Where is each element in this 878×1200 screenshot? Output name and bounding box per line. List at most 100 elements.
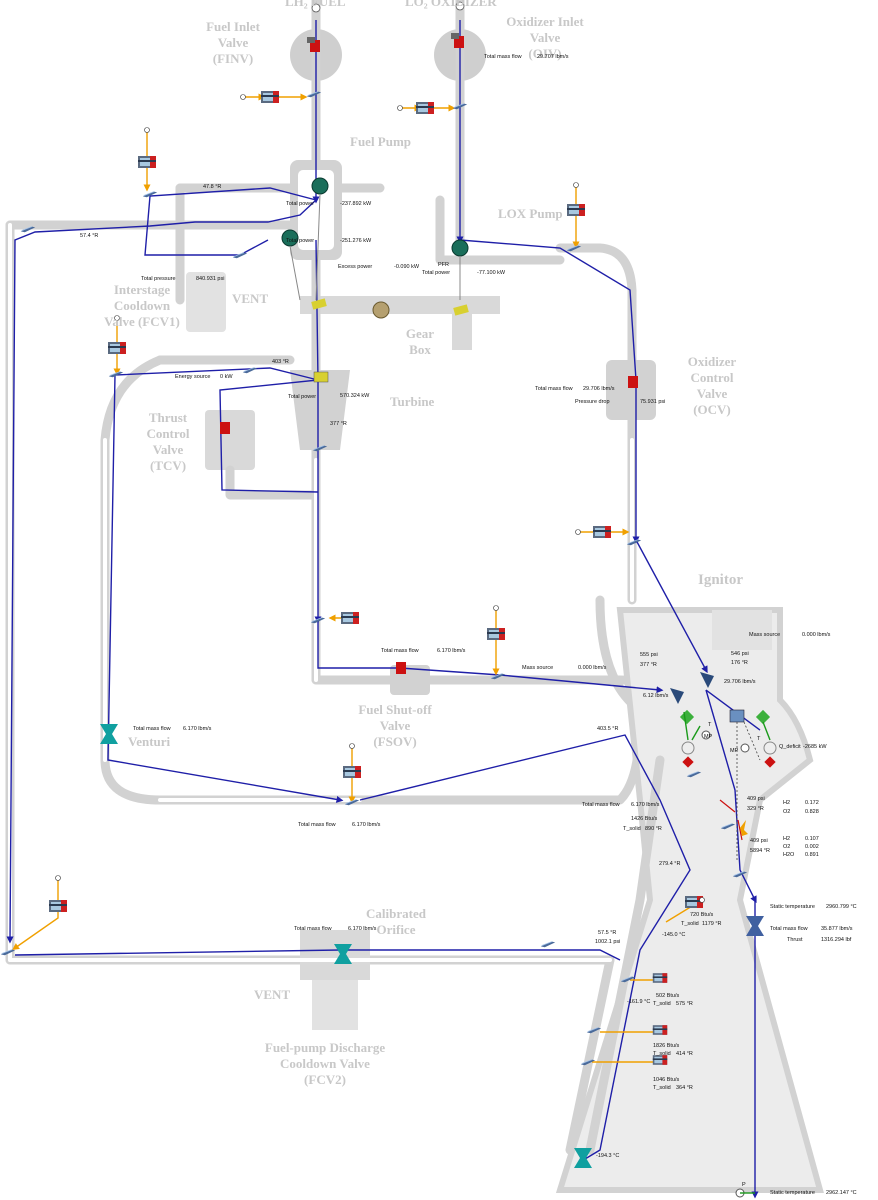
readout-value: 1002.1 psi [595,939,620,945]
readout-label: Static temperature [770,904,815,910]
readout-value: 720 Btu/s [690,912,713,918]
heat-exchanger-icon [652,1025,668,1035]
fcv1-label-1: Interstage [114,282,171,297]
red-junction-icon [764,756,776,768]
readout-value: 176 °R [731,660,748,666]
readout-value: 1046 Btu/s [653,1077,680,1083]
ox-source-node [455,1,465,11]
node-icon [573,182,579,188]
readout-value: 6.170 lbm/s [437,648,466,654]
readout-value: 6.12 lbm/s [643,693,669,699]
readout-value: 502 Btu/s [656,993,679,999]
readout-value: 403.5 °R [597,726,618,732]
readout-label: Pressure drop [575,399,610,405]
venturi-icon [100,724,118,744]
jacket-inlet-icon [574,1148,592,1168]
readout-label: O2 [783,844,790,850]
heat-exchanger-icon [261,91,279,103]
readout-label: H2 [783,836,790,842]
readout-value: 0.891 [805,852,819,858]
readout-value: 0.107 [805,836,819,842]
tcv-label-1: Thrust [149,410,188,425]
readout-value: 57.4 °R [80,233,98,239]
combustion-icon [740,820,748,836]
readout-value: 75.931 psi [640,399,665,405]
readout-label: Excess power [338,264,372,270]
gear-box-label-1: Gear [406,326,434,341]
readout-label: Q_deficit [779,744,801,750]
readout-label: Energy source [175,374,210,380]
fcv2-label-3: (FCV2) [304,1072,346,1087]
readout-label: Total power [286,201,314,207]
readout-value: -251.276 kW [340,238,372,244]
readout-value: -161.9 °C [627,999,650,1005]
readout-label: P [742,1182,746,1188]
lh2-tank-label: LH₂ FUEL [285,0,346,9]
readout-label: Static temperature [770,1190,815,1196]
finv-label-3: (FINV) [213,51,253,66]
orifice-icon [334,944,352,964]
readout-value: 29.706 lbm/s [583,386,615,392]
readout-label: Total pressure [141,276,176,282]
tcv-label-2: Control [146,426,189,441]
shaft-icon [311,298,327,310]
readout-label: H2O [783,852,795,858]
gear-box-label-2: Box [409,342,431,357]
readout-label: Total power [422,270,450,276]
green-junction-icon [679,709,695,725]
components [0,1,777,1198]
readout-label: Total power [288,394,316,400]
ocv-label-2: Control [690,370,733,385]
node-icon [349,743,355,749]
heat-exchanger-icon [487,628,505,640]
readout-value: 0.000 lbm/s [578,665,607,671]
tcv-valve-icon [220,422,230,434]
sensor-sphere-icon [681,741,695,755]
node-icon [575,529,581,535]
readout-label: T_solid [653,1051,671,1057]
readout-value: 329 °R [747,806,764,812]
readout-value: 0.002 [805,844,819,850]
heat-exchanger-icon [108,342,126,354]
readout-value: 2960.799 °C [826,904,857,910]
readout-value: 1179 °R [702,921,722,927]
readout-value: 5894 °R [750,848,770,854]
readout-value: 0 kW [220,374,233,380]
heat-exchanger-icon [138,156,156,168]
fcv1-label-2: Cooldown [114,298,171,313]
readout-label: Mass source [749,632,780,638]
readout-label: T_solid [653,1085,671,1091]
readout-label: Total mass flow [535,386,573,392]
ocv-valve-icon [628,376,638,388]
readout-value: 409 psi [750,838,768,844]
readout-value: 377 °R [330,421,347,427]
readout-value: 890 °R [645,826,662,832]
readout-value: 2962.147 °C [826,1190,857,1196]
heat-exchanger-icon [416,102,434,114]
readout-label: Total mass flow [294,926,332,932]
injector-icon [670,688,684,704]
oiv-label-1: Oxidizer Inlet [506,14,584,29]
readout-value: 555 psi [640,652,658,658]
heat-exchanger-icon [567,204,585,216]
pipe-network-inner [8,223,634,962]
readout-label: MP [704,734,713,740]
readout-value: 6.170 lbm/s [348,926,377,932]
mixer-icon [729,709,745,723]
node-icon [240,94,246,100]
vent-bottom-label: VENT [254,987,290,1002]
readout-label: T_solid [653,1001,671,1007]
heat-exchanger-icon [49,900,67,912]
oiv-label-2: Valve [530,30,561,45]
venturi-label: Venturi [128,734,171,749]
gauge-icon [740,743,750,753]
ignitor-label: Ignitor [698,572,743,588]
finv-label-1: Fuel Inlet [206,19,260,34]
node-icon [397,105,403,111]
orifice-label-2: Orifice [377,922,416,937]
readout-value: 575 °R [676,1001,693,1007]
oiv-label-3: (OIV) [528,46,561,61]
ocv-label-1: Oxidizer [688,354,737,369]
readout-value: -145.0 °C [662,932,685,938]
